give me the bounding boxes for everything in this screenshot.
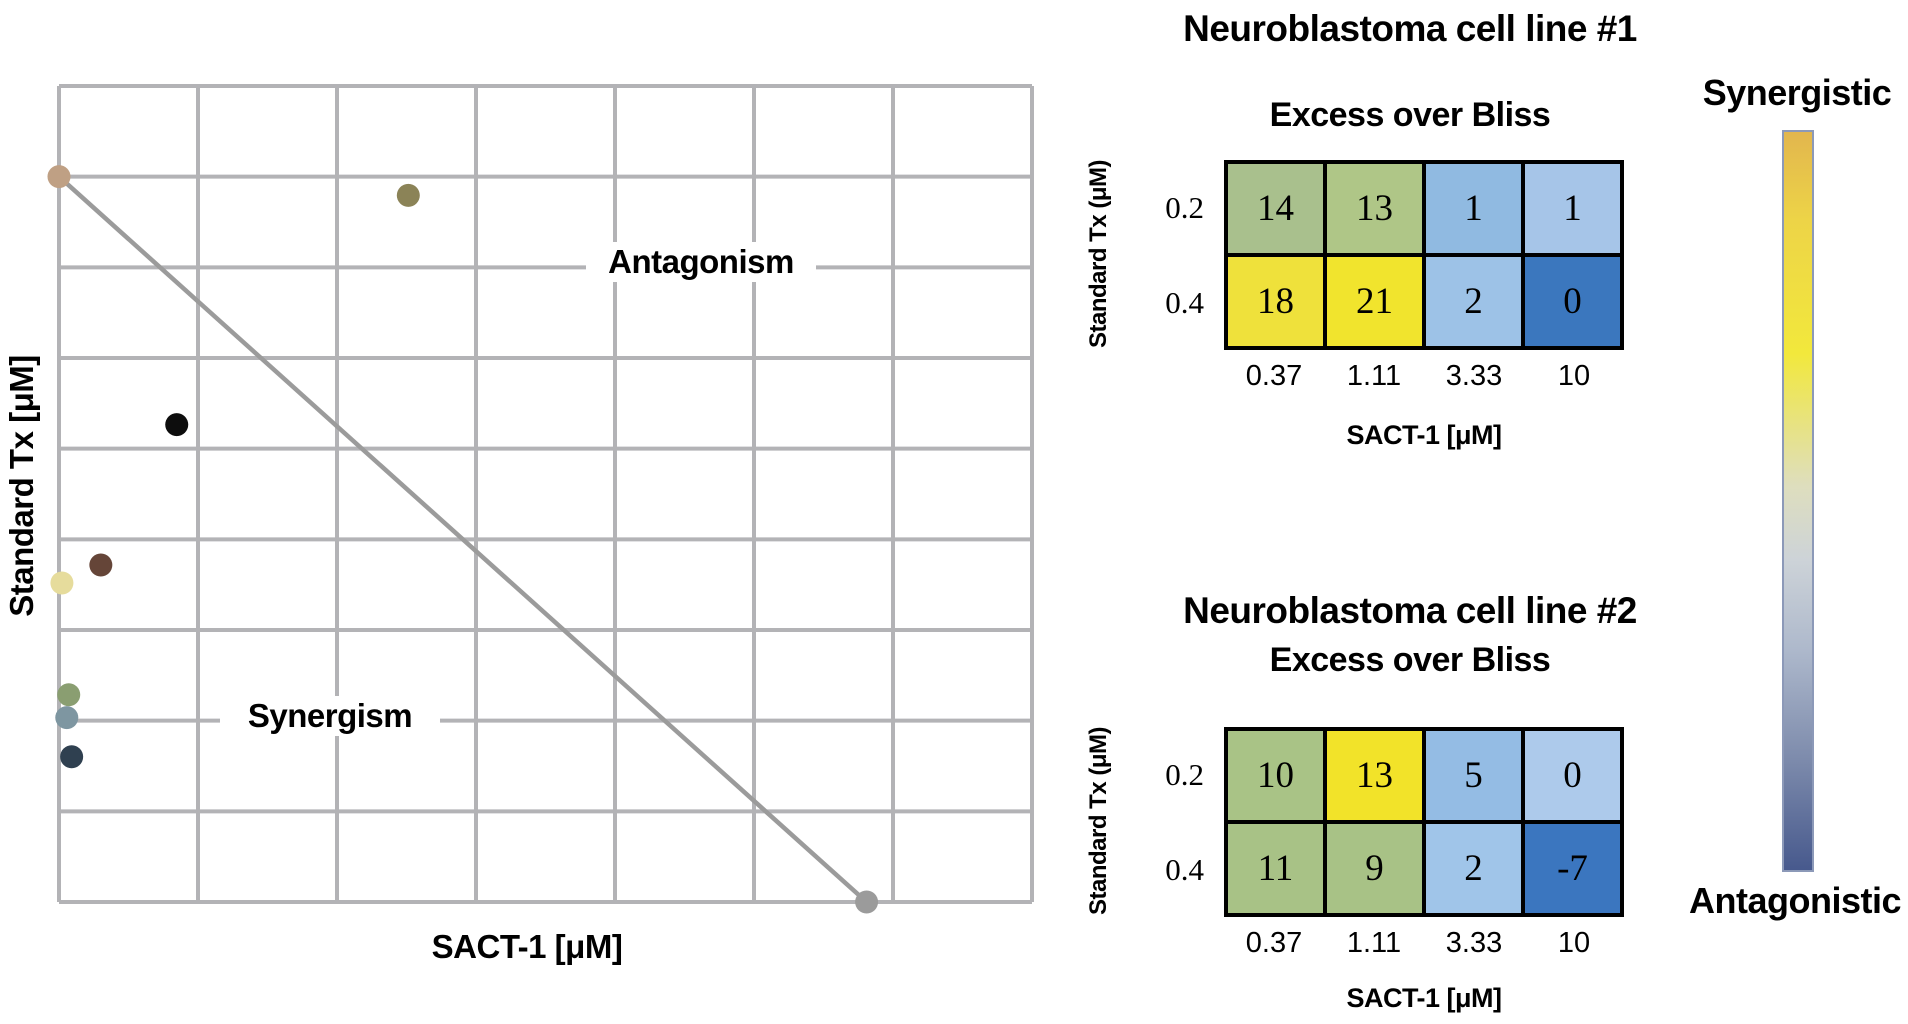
- data-point: [47, 165, 71, 189]
- heatmap-row-label: 0.2: [1165, 756, 1204, 792]
- data-point: [165, 413, 189, 437]
- data-point: [57, 683, 81, 707]
- heatmap2-subtitle: Excess over Bliss: [1269, 641, 1551, 679]
- heatmap1-row-labels: 0.2 0.4: [1130, 160, 1214, 350]
- heatmap-cell: 13: [1327, 731, 1422, 820]
- heatmap1-title: Neuroblastoma cell line #1: [1183, 8, 1637, 49]
- heatmap1-column-labels: 0.37 1.11 3.33 10: [1224, 360, 1624, 393]
- data-point: [60, 745, 84, 769]
- heatmap-column-label: 0.37: [1245, 927, 1303, 959]
- heatmap2-column-labels: 0.37 1.11 3.33 10: [1224, 927, 1624, 960]
- heatmap2-row-labels: 0.2 0.4: [1130, 727, 1214, 917]
- heatmap-column-label: 3.33: [1445, 360, 1503, 392]
- heatmap1-x-axis-label: SACT-1 [μM]: [1346, 420, 1502, 450]
- data-point: [55, 706, 79, 730]
- heatmap-column-label: 10: [1557, 360, 1591, 392]
- heatmap-cell: 9: [1327, 824, 1422, 913]
- heatmap-cell: 0: [1525, 731, 1620, 820]
- data-point: [50, 571, 74, 595]
- heatmap-column-label: 3.33: [1445, 927, 1503, 959]
- heatmap2-x-axis-label: SACT-1 [μM]: [1346, 983, 1502, 1013]
- heatmap-cell: 14: [1228, 164, 1323, 253]
- heatmap-cell: 13: [1327, 164, 1422, 253]
- additivity-line: [57, 174, 869, 904]
- scatter-y-axis-label: Standard Tx [μM]: [3, 355, 40, 617]
- heatmap1-y-axis-label: Standard Tx (μM): [1085, 159, 1112, 349]
- heatmap-cell: 18: [1228, 257, 1323, 346]
- heatmap-row-label: 0.4: [1165, 851, 1204, 887]
- heatmap-cell: 11: [1228, 824, 1323, 913]
- heatmap-cell: 2: [1426, 824, 1521, 913]
- synergism-label: Synergism: [220, 696, 440, 736]
- antagonism-label: Antagonism: [586, 242, 816, 282]
- data-point: [89, 553, 113, 577]
- colorbar-top-label: Synergistic: [1702, 72, 1892, 113]
- heatmap-cell: 1: [1525, 164, 1620, 253]
- heatmap-column-label: 1.11: [1346, 927, 1402, 959]
- heatmap-cell: 21: [1327, 257, 1422, 346]
- heatmap-cell: 5: [1426, 731, 1521, 820]
- data-point: [855, 890, 879, 914]
- colorbar-gradient: [1782, 130, 1814, 872]
- scatter-x-axis-label: SACT-1 [μM]: [431, 928, 623, 965]
- heatmap2-title: Neuroblastoma cell line #2: [1183, 590, 1637, 631]
- heatmap-column-label: 1.11: [1346, 360, 1402, 392]
- heatmap-cell: 0: [1525, 257, 1620, 346]
- data-point: [396, 183, 420, 207]
- heatmap-row-label: 0.4: [1165, 284, 1204, 320]
- heatmap-row-label: 0.2: [1165, 189, 1204, 225]
- heatmap-cell: 1: [1426, 164, 1521, 253]
- scatter-plot: [47, 84, 1034, 914]
- heatmap-column-label: 0.37: [1245, 360, 1303, 392]
- colorbar-bottom-label: Antagonistic: [1688, 880, 1902, 921]
- heatmap-cell: -7: [1525, 824, 1620, 913]
- heatmap-cell: 10: [1228, 731, 1323, 820]
- heatmap-cell: 2: [1426, 257, 1521, 346]
- heatmap-column-label: 10: [1557, 927, 1591, 959]
- heatmap1-subtitle: Excess over Bliss: [1269, 96, 1551, 134]
- heatmap2-y-axis-label: Standard Tx (μM): [1085, 726, 1112, 916]
